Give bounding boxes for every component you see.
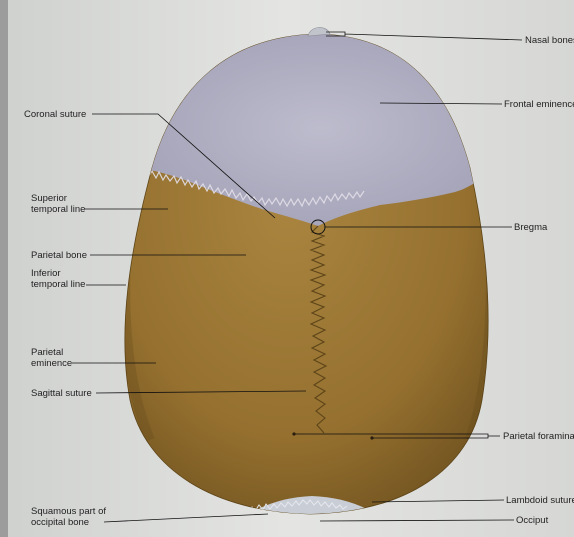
label-lambdoid-suture: Lambdoid suture xyxy=(506,495,574,506)
label-squamous-part-of-occipital-bone: Squamous part of occipital bone xyxy=(31,506,111,528)
label-occiput: Occiput xyxy=(516,515,548,526)
label-parietal-bone: Parietal bone xyxy=(31,250,87,261)
leader-squamous-part xyxy=(104,514,268,522)
label-sagittal-suture: Sagittal suture xyxy=(31,388,92,399)
label-inferior-temporal-line: Inferior temporal line xyxy=(31,268,91,290)
label-superior-temporal-line: Superior temporal line xyxy=(31,193,91,215)
label-bregma: Bregma xyxy=(514,222,547,233)
label-coronal-suture: Coronal suture xyxy=(24,109,86,120)
label-parietal-eminence: Parietal eminence xyxy=(31,347,81,369)
leader-occiput xyxy=(320,520,514,521)
label-nasal-bones: Nasal bones xyxy=(525,35,574,46)
label-parietal-foramina: Parietal foramina xyxy=(503,431,574,442)
label-frontal-eminence: Frontal eminence xyxy=(504,99,574,110)
